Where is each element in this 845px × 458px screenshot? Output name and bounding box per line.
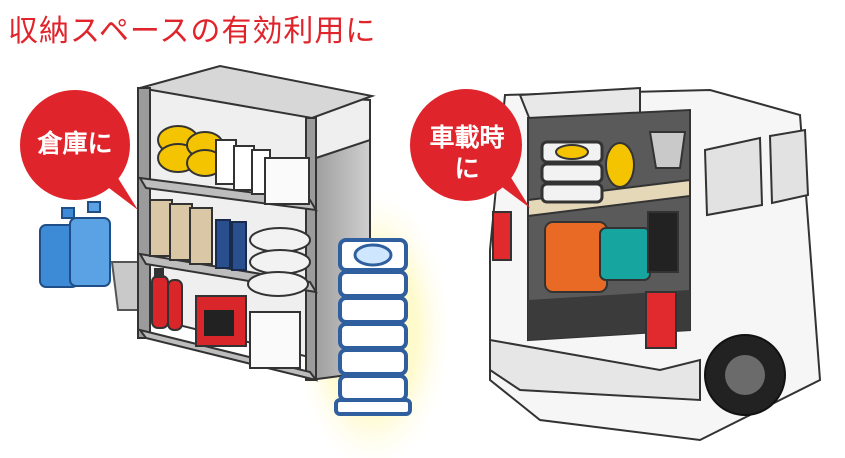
- portable-generator: [195, 295, 247, 347]
- van-hubcap: [725, 355, 765, 395]
- rolled-sacks: [247, 227, 311, 297]
- shelf-post-left: [137, 87, 151, 339]
- storage-box-bottom: [249, 311, 301, 369]
- rubber-boots: [215, 219, 247, 271]
- fire-extinguishers: [151, 268, 183, 331]
- teal-toolbox: [599, 227, 651, 281]
- van-window-rear: [768, 128, 810, 205]
- orange-case: [544, 221, 608, 293]
- van-bucket: [648, 131, 687, 169]
- bubble-label-warehouse: 倉庫に: [37, 129, 113, 158]
- black-box: [647, 211, 679, 273]
- bubble-label-vehicle-line2: に: [454, 154, 480, 183]
- warehouse-scene: [20, 64, 450, 458]
- vehicle-cable-reels: [540, 140, 635, 204]
- van-scene: [410, 86, 822, 442]
- shelf-top: [139, 64, 376, 120]
- bubble-label-vehicle-line1: 車載時: [429, 123, 505, 152]
- bubble-label-vehicle: 車載時 に: [412, 122, 522, 184]
- cargo-shelf: [527, 178, 691, 218]
- van-window: [703, 136, 764, 217]
- van-bumper: [489, 338, 701, 402]
- stacked-cable-reels: [334, 238, 412, 416]
- speech-bubble-warehouse: [20, 90, 138, 210]
- storage-box: [264, 157, 310, 205]
- shelf-post-right: [305, 117, 317, 381]
- water-tanks: [39, 201, 111, 288]
- speech-bubble-vehicle: [410, 89, 530, 208]
- cardboard-boxes: [149, 199, 213, 265]
- page-title: 収納スペースの有効利用に: [8, 14, 377, 49]
- tail-light-right: [645, 291, 677, 349]
- yellow-hose-reels: [157, 125, 224, 177]
- tail-light-left: [492, 211, 512, 261]
